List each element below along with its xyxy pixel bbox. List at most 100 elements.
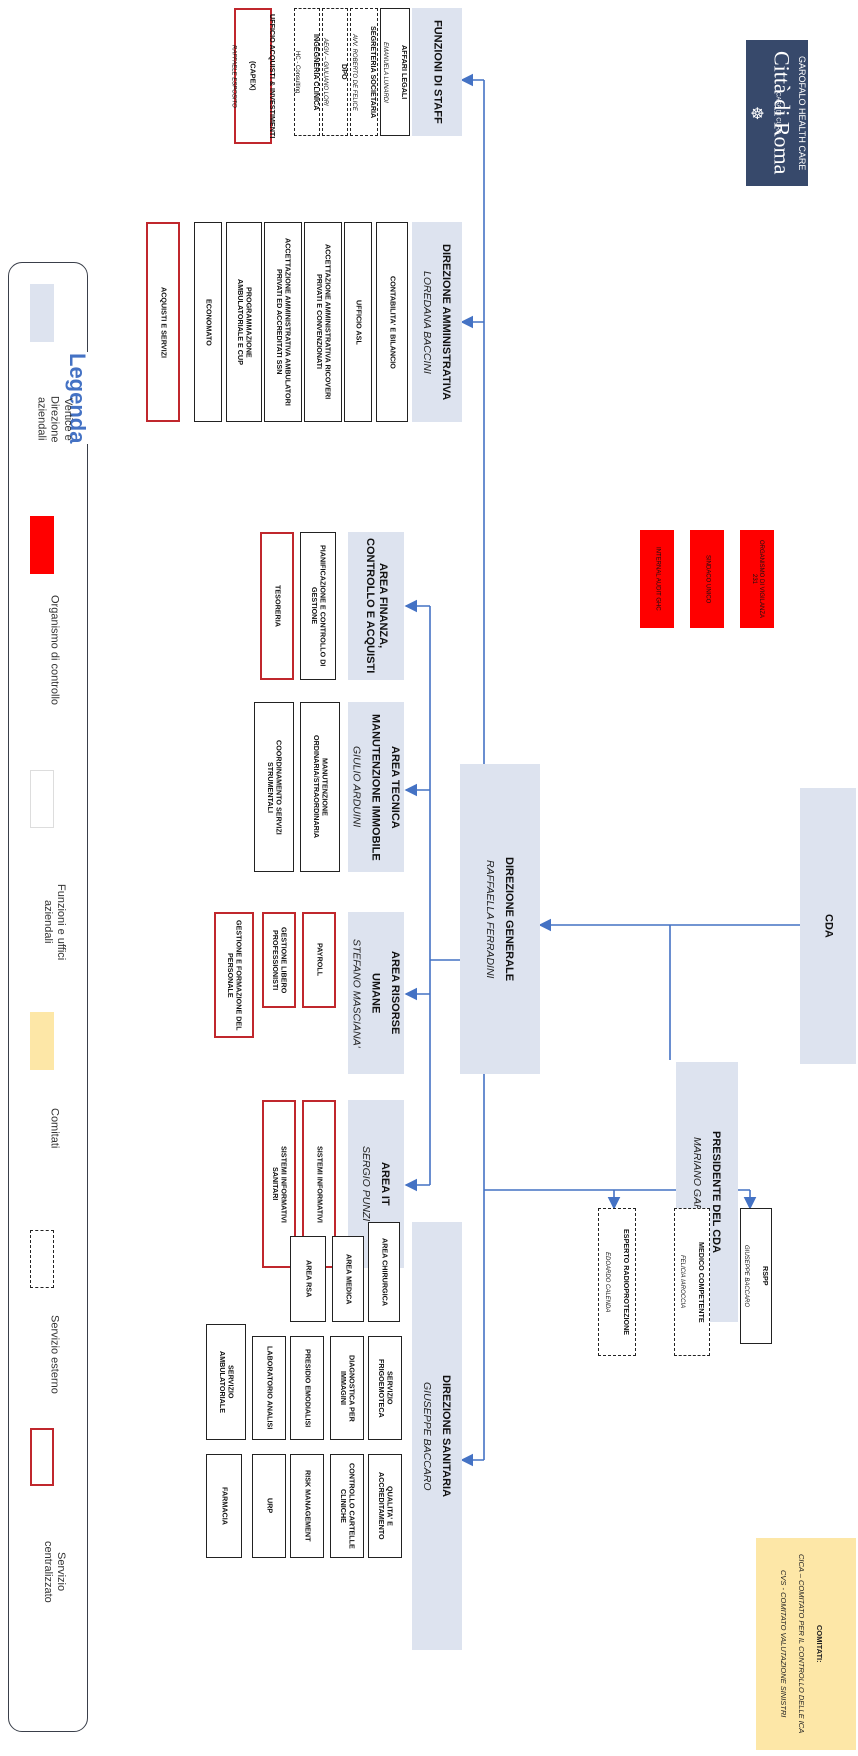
tecnica-title: AREA TECNICA MANUTENZIONE IMMOBILE bbox=[369, 713, 401, 861]
sanitaria-risk: RISK MANAGEMENT bbox=[290, 1454, 324, 1558]
sanitaria-diagnostica: DIAGNOSTICA PER IMMAGINI bbox=[330, 1336, 364, 1440]
staff-item-name: RAFFAELE ESPOSITO bbox=[230, 44, 237, 108]
sanitaria-ambulatoriale: SERVIZIO AMBULATORIALE bbox=[206, 1324, 246, 1440]
comitati-title: COMITATI: bbox=[815, 1625, 824, 1663]
sanitaria-service-label: DIAGNOSTICA PER IMMAGINI bbox=[339, 1354, 357, 1422]
sanitaria-title: DIREZIONE SANITARIA bbox=[440, 1374, 453, 1498]
legend-item-central: Servizio centralizzato bbox=[30, 1530, 78, 1614]
staff-item-name: EMANUELA LUNARDI bbox=[382, 41, 388, 103]
it-name: SERGIO PUNZI bbox=[360, 1146, 372, 1222]
control-odv: ORGANISMO DI VIGILANZA 231 bbox=[740, 530, 774, 628]
staff-title: FUNZIONI DI STAFF bbox=[431, 20, 444, 124]
legend-label: Organismo di controllo bbox=[48, 594, 61, 706]
risorse-payroll: PAYROLL bbox=[302, 912, 336, 1008]
it-title: AREA IT bbox=[379, 1162, 392, 1206]
legend-label: Vertice e Direzione aziendali bbox=[35, 395, 74, 443]
sanitaria-name: GIUSEPPE BACCARO bbox=[421, 1381, 433, 1491]
staff-item-name: AEGV – GIULIANO LORI bbox=[322, 38, 328, 106]
legend-swatch-committee bbox=[30, 1012, 54, 1070]
legend-label: Comitati bbox=[48, 1107, 61, 1149]
tecnica-item-label: MANUTENZIONE ORDINARIA/STRAORDINARIA bbox=[312, 735, 330, 839]
sanitaria-cartelle: CONTROLLO CARTELLE CLINICHE bbox=[330, 1454, 364, 1558]
amm-ufficio-asl: UFFICIO ASL bbox=[344, 222, 372, 422]
control-label: INTERNAL AUDIT GHC bbox=[654, 547, 661, 611]
control-label: SINDACO UNICO bbox=[704, 554, 711, 604]
legend-frame bbox=[8, 262, 88, 1732]
finanza-header: AREA FINANZA, CONTROLLO E ACQUISTI bbox=[348, 532, 404, 680]
risorse-formazione: GESTIONE E FORMAZIONE DEL PERSONALE bbox=[214, 912, 254, 1038]
amm-ricoveri: ACCETTAZIONE AMMINISTRATIVA RICOVERI PRI… bbox=[304, 222, 342, 422]
sanitaria-farmacia: FARMACIA bbox=[206, 1454, 242, 1558]
legend-item-executive: Vertice e Direzione aziendali bbox=[30, 384, 78, 454]
amm-item-label: ACCETTAZIONE AMMINISTRATIVA RICOVERI PRI… bbox=[315, 244, 333, 400]
risorse-item-label: GESTIONE LIBERO PROFESSIONISTI bbox=[271, 926, 289, 994]
amministrativa-title: DIREZIONE AMMINISTRATIVA bbox=[440, 243, 453, 401]
staff-item-title: AFFARI LEGALI bbox=[400, 44, 410, 100]
staff-item-title: UFFICIO ACQUISTI & INVESTIMENTI (CAPEX) bbox=[248, 13, 277, 139]
rspp-name: GIUSEPPE BACCARO bbox=[743, 1244, 749, 1307]
control-sindaco: SINDACO UNICO bbox=[690, 530, 724, 628]
amministrativa-name: LOREDANA BACCINI bbox=[421, 270, 433, 374]
risorse-item-label: GESTIONE E FORMAZIONE DEL PERSONALE bbox=[226, 919, 244, 1031]
legend-swatch-executive bbox=[30, 284, 54, 342]
risorse-name: STEFANO MASCIANA' bbox=[350, 938, 363, 1048]
control-audit: INTERNAL AUDIT GHC bbox=[640, 530, 674, 628]
logo-text: ☸ Città di Roma GAROFALO HEALTH CARE bbox=[746, 40, 808, 186]
finanza-item-label: TESORERIA bbox=[273, 585, 283, 627]
control-label: ORGANISMO DI VIGILANZA 231 bbox=[751, 539, 765, 618]
radio-name: EDOARDO CALENDA bbox=[604, 1251, 610, 1313]
amm-item-label: PROGRAMMAZIONE AMBULATORIALE E CUP bbox=[236, 279, 254, 365]
amm-programmazione: PROGRAMMAZIONE AMBULATORIALE E CUP bbox=[226, 222, 262, 422]
legend-swatch-function bbox=[30, 770, 54, 828]
staff-item-name: AVV. ROBERTO DE FELICE bbox=[351, 33, 357, 111]
sanitaria-service-label: SERVIZIO AMBULATORIALE bbox=[218, 1350, 236, 1414]
sanitaria-area-label: AREA MEDICA bbox=[344, 1253, 354, 1305]
medico-title: MEDICO COMPETENTE bbox=[697, 1241, 707, 1323]
logo-emblem-icon: ☸ bbox=[747, 103, 765, 123]
legend-item-control: Organismo di controllo bbox=[30, 590, 78, 710]
finanza-tesoreria: TESORERIA bbox=[260, 532, 294, 680]
amm-item-label: ECONOMATO bbox=[204, 298, 214, 346]
legend-swatch-external bbox=[30, 1230, 54, 1288]
legend-label: Servizio centralizzato bbox=[42, 1541, 68, 1603]
sanitaria-emodialisi: PRESIDIO EMODIALISI bbox=[290, 1336, 324, 1440]
sanitaria-laboratorio: LABORATORIO ANALISI bbox=[252, 1336, 286, 1440]
generale-title: DIREZIONE GENERALE bbox=[503, 856, 516, 982]
tecnica-item-label: COORDINAMENTO SERVIZI STRUMENTALI bbox=[266, 739, 284, 835]
sanitaria-service-label: SERVIZIO FRIGOEMOTECA bbox=[377, 1358, 395, 1418]
staff-item-name: HC - Consulting bbox=[294, 50, 300, 94]
risorse-item-label: PAYROLL bbox=[315, 943, 325, 977]
legend-swatch-central bbox=[30, 1428, 54, 1486]
tecnica-name: GIULIO ARDUINI bbox=[350, 746, 363, 828]
amministrativa-header: DIREZIONE AMMINISTRATIVA LOREDANA BACCINI bbox=[412, 222, 462, 422]
legend-label: Servizio esterno bbox=[48, 1314, 61, 1394]
logo-top-line: CASA DI CURA bbox=[774, 91, 781, 135]
sanitaria-frigoemoteca: SERVIZIO FRIGOEMOTECA bbox=[368, 1336, 402, 1440]
legend-item-committee: Comitati bbox=[30, 1098, 78, 1158]
amm-acquisti-servizi: ACQUISTI E SERVIZI bbox=[146, 222, 180, 422]
legend-title: Legenda bbox=[65, 352, 91, 444]
legend-item-function: Funzioni e uffici aziendali bbox=[30, 880, 78, 964]
staff-acquisti-capex: UFFICIO ACQUISTI & INVESTIMENTI (CAPEX) R… bbox=[230, 8, 277, 144]
presidente-title: PRESIDENTE DEL CDA bbox=[710, 1130, 723, 1254]
logo-name: Città di Roma bbox=[769, 51, 795, 175]
sanitaria-area-label: AREA CHIRURGICA bbox=[380, 1237, 390, 1306]
sanitaria-quality-label: QUALITA' E ACCREDITAMENTO bbox=[377, 1472, 395, 1540]
finanza-title: AREA FINANZA, CONTROLLO E ACQUISTI bbox=[364, 538, 390, 674]
sanitaria-service-label: LABORATORIO ANALISI bbox=[265, 1346, 275, 1430]
sanitaria-area-medica: AREA MEDICA bbox=[332, 1236, 364, 1322]
logo-sub: GAROFALO HEALTH CARE bbox=[797, 55, 808, 171]
tecnica-coordinamento: COORDINAMENTO SERVIZI STRUMENTALI bbox=[254, 702, 294, 872]
comitati-line: CICA – COMITATO PER IL CONTROLLO DELLE I… bbox=[797, 1554, 806, 1734]
legend-swatch-control bbox=[30, 516, 54, 574]
sanitaria-quality-label: CONTROLLO CARTELLE CLINICHE bbox=[339, 1463, 357, 1549]
sanitaria-service-label: PRESIDIO EMODIALISI bbox=[303, 1348, 313, 1428]
radio-title: ESPERTO RADIOPROTEZIONE bbox=[622, 1228, 632, 1336]
sanitaria-quality-label: URP bbox=[265, 1498, 275, 1514]
sanitaria-quality-label: FARMACIA bbox=[220, 1487, 230, 1525]
radio-box: ESPERTO RADIOPROTEZIONE EDOARDO CALENDA bbox=[598, 1208, 636, 1356]
